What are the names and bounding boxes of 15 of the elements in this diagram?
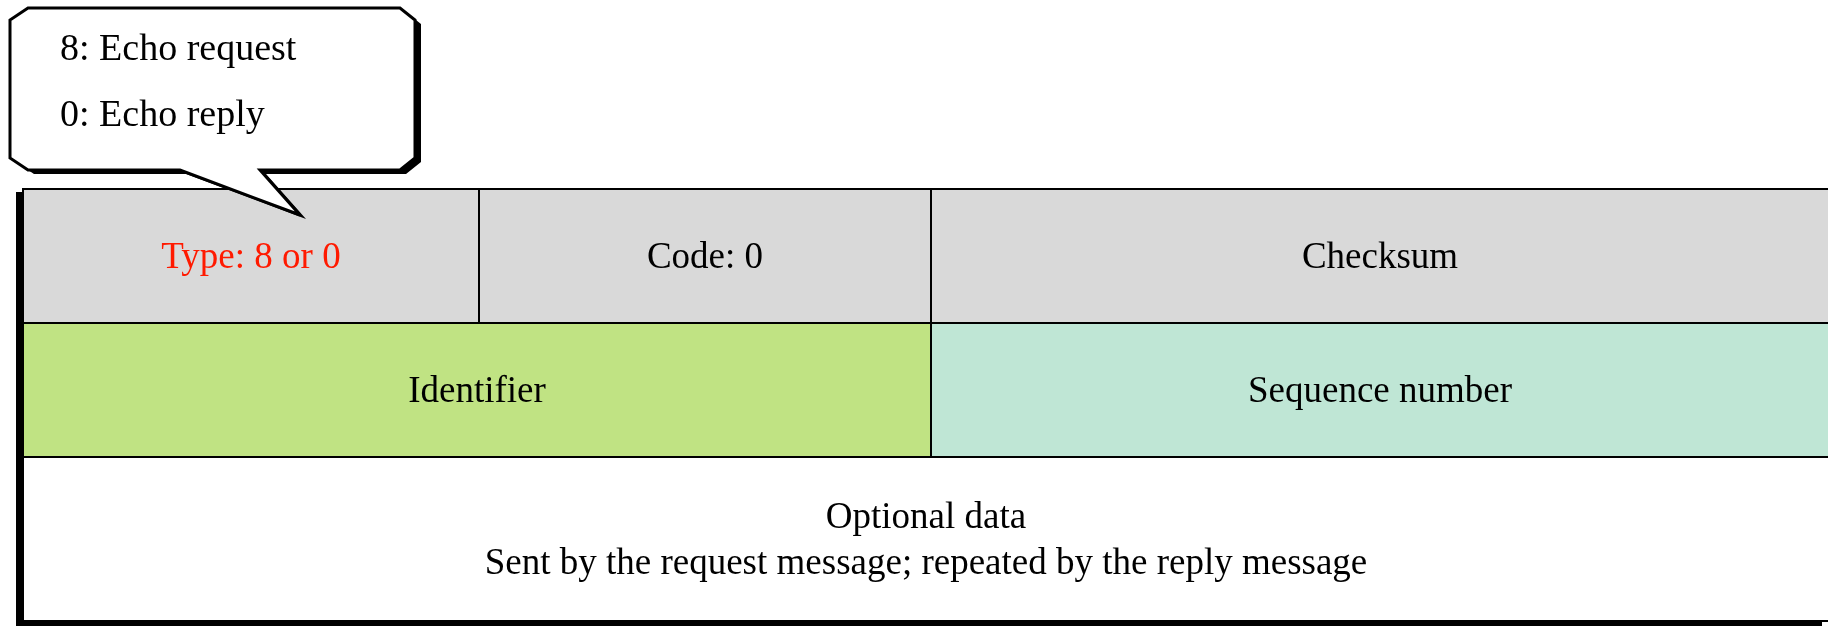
field-cell — [22, 188, 478, 322]
field-cell — [930, 322, 1828, 456]
field-cell — [22, 322, 930, 456]
field-label: Type: 8 or 0 — [161, 233, 341, 278]
callout-text: 0: Echo reply — [60, 94, 265, 132]
field-label: Code: 0 — [646, 233, 764, 278]
field-label: Optional data — [825, 493, 1027, 538]
field-label: Sequence number — [1247, 367, 1512, 412]
callout-text: 8: Echo request — [60, 28, 297, 66]
field-label: Identifier — [408, 367, 546, 412]
field-cell — [930, 188, 1828, 322]
field-cell — [478, 188, 930, 322]
field-cell — [22, 456, 1828, 622]
field-label: Checksum — [1301, 233, 1459, 278]
field-description: Sent by the request message; repeated by the reply message — [484, 540, 1368, 584]
